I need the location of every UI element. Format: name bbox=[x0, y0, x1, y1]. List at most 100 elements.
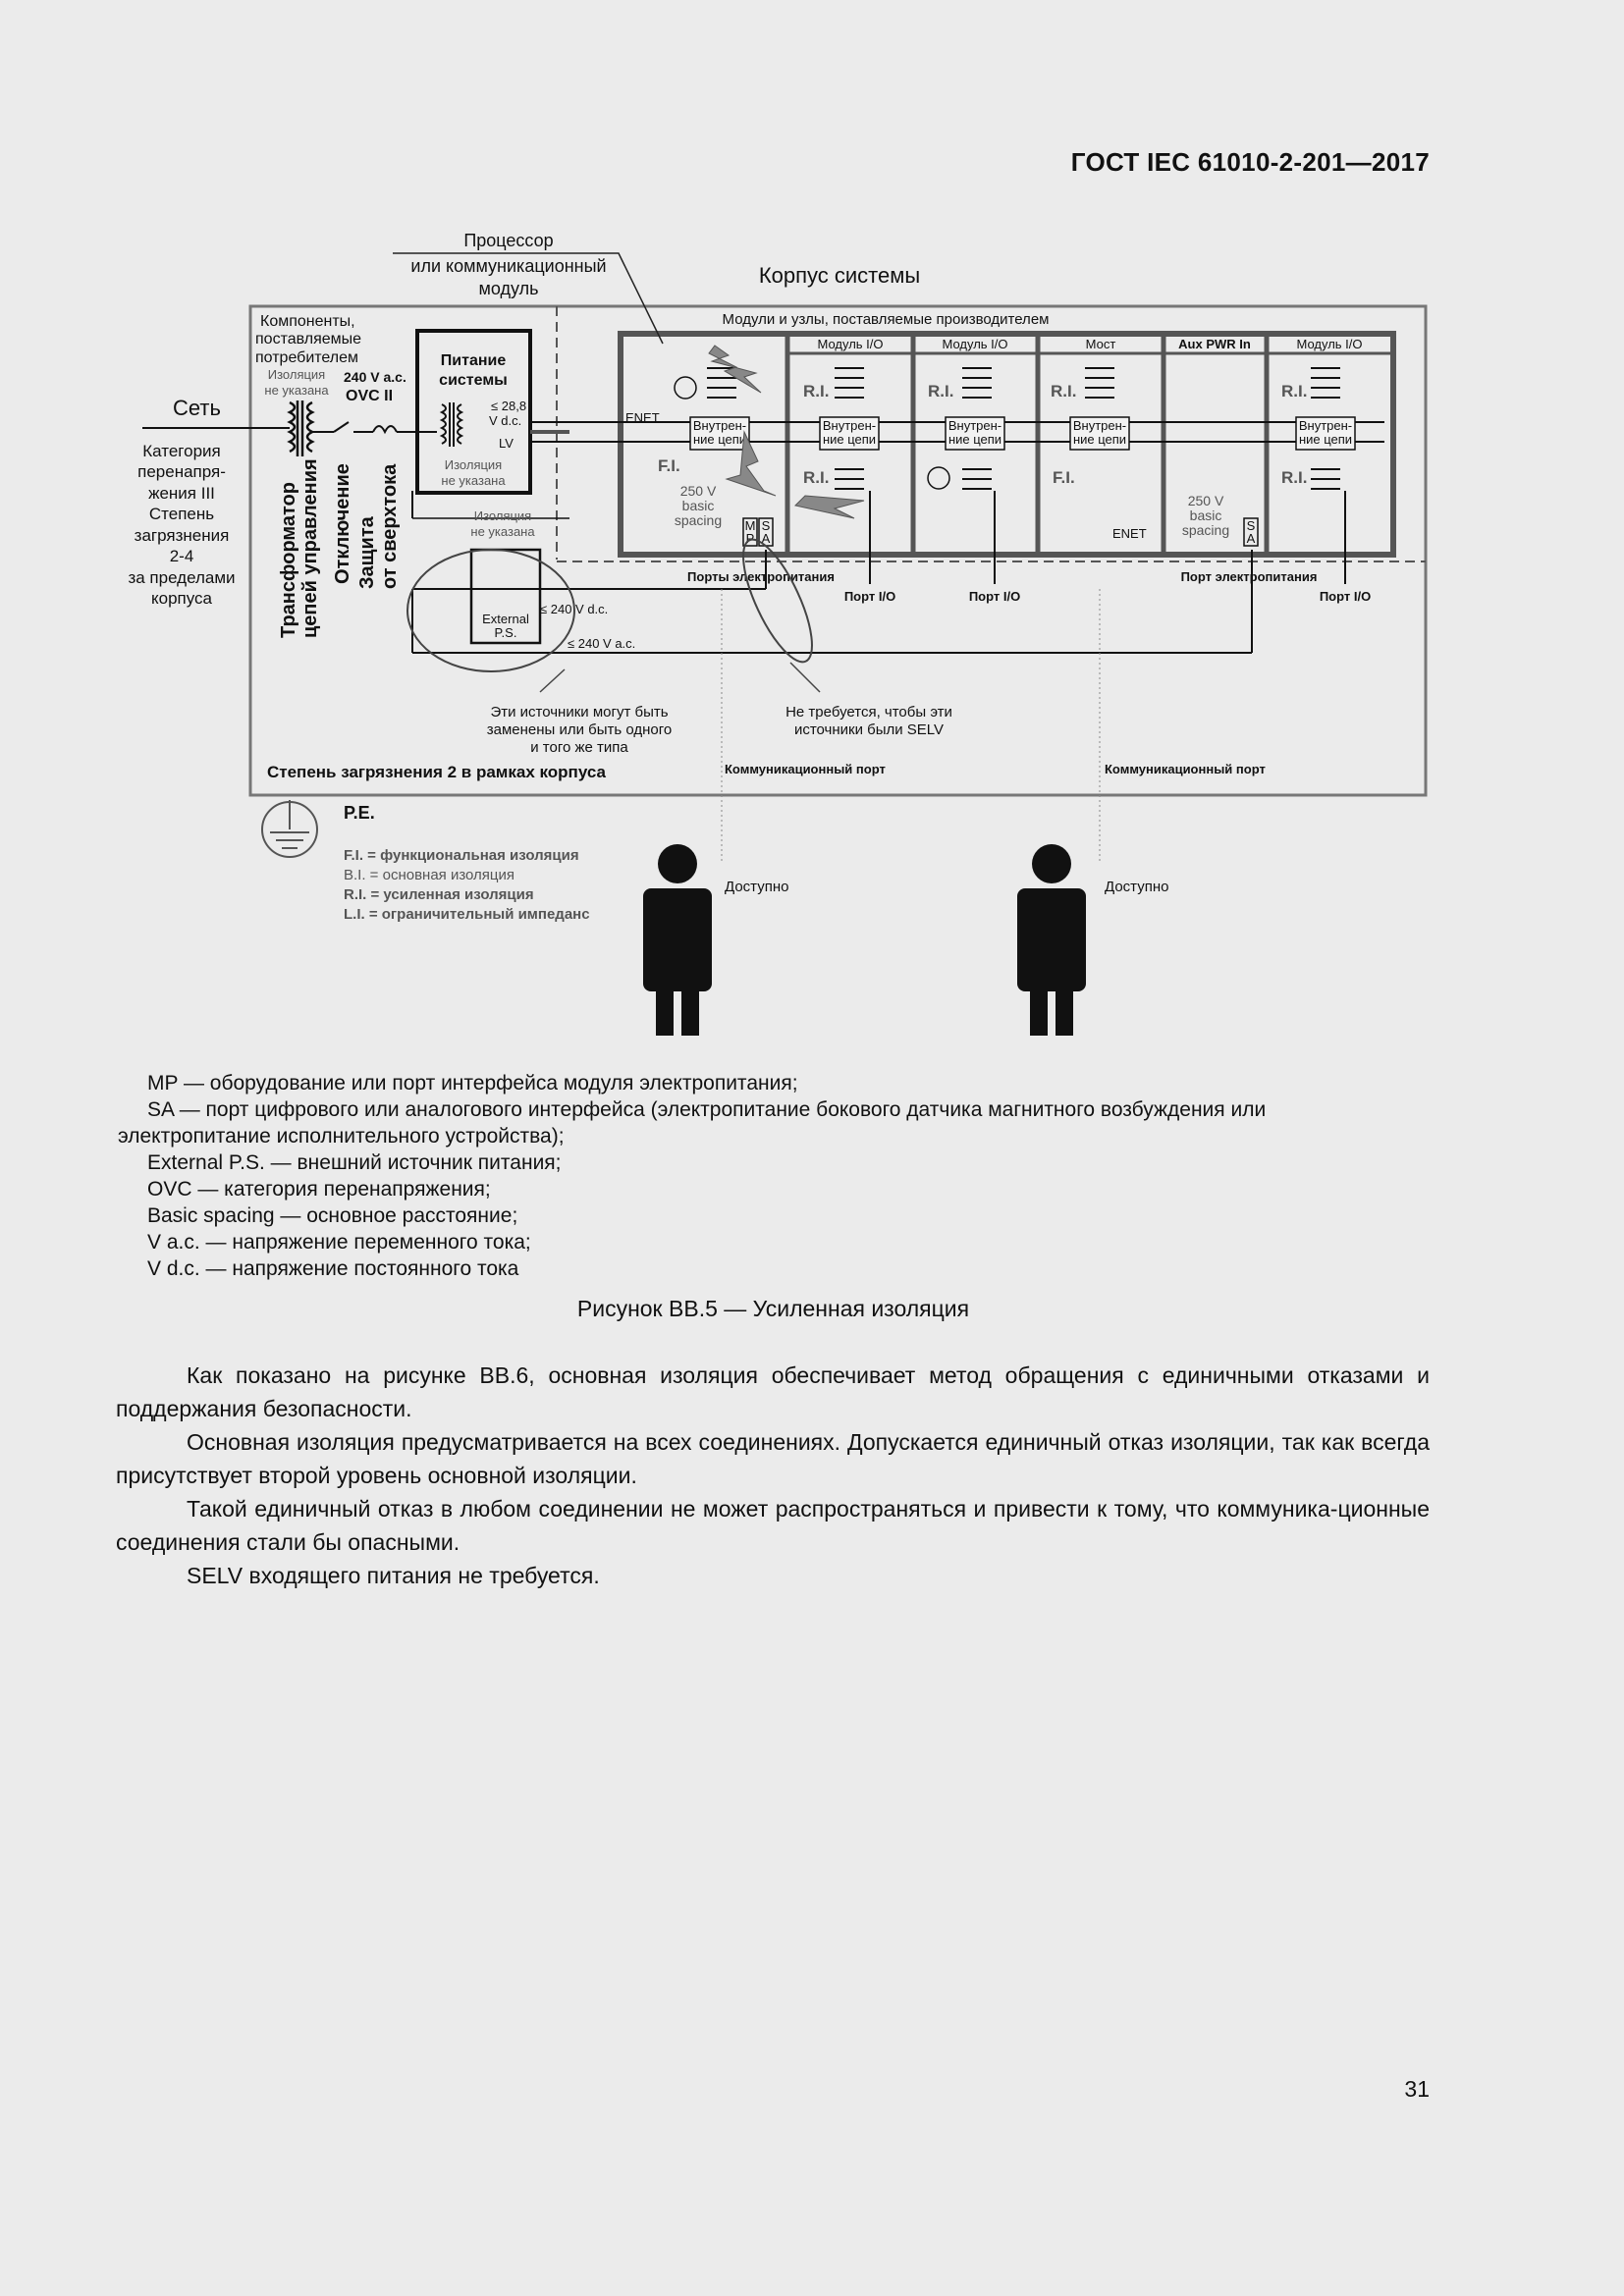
basic-spacing-1a: 250 V bbox=[680, 483, 717, 499]
replaceable-note-1: Эти источники могут быть bbox=[490, 704, 668, 721]
svg-text:жения III: жения III bbox=[148, 484, 215, 503]
svg-text:за пределами: за пределами bbox=[128, 568, 235, 587]
module-transformers bbox=[707, 367, 1340, 490]
svg-text:S: S bbox=[1247, 518, 1256, 533]
vdc-label: V d.c. bbox=[489, 413, 521, 428]
processor-label-1: Процессор bbox=[463, 231, 553, 250]
fuse-icon bbox=[372, 425, 398, 435]
insulation-diagram: Модуль I/O Модуль I/O Мост Aux PWR In Мо… bbox=[128, 231, 1428, 1036]
ri-definition: R.I. = усиленная изоляция bbox=[344, 886, 534, 903]
replaceable-note-2: заменены или быть одного bbox=[487, 721, 673, 738]
pollution-inside: Степень загрязнения 2 в рамках корпуса bbox=[267, 763, 607, 781]
legend-vdc: V d.c. — напряжение постоянного тока bbox=[147, 1257, 519, 1280]
ovc-label: OVC II bbox=[346, 388, 393, 404]
svg-text:External: External bbox=[482, 612, 529, 626]
system-power-box bbox=[415, 329, 532, 495]
isolation-1b: не указана bbox=[264, 383, 329, 398]
disconnect-vlabel: Отключение bbox=[332, 463, 353, 584]
person-icon-2 bbox=[1017, 844, 1086, 1036]
consumer-label-2: поставляемые bbox=[255, 331, 361, 347]
paragraph-4: SELV входящего питания не требуется. bbox=[187, 1563, 600, 1588]
legend-sa: SA — порт цифрового или аналогового инте… bbox=[147, 1098, 1267, 1121]
legend-basic-spacing: Basic spacing — основное расстояние; bbox=[147, 1204, 518, 1227]
protection-vlabel-1: Защита bbox=[356, 515, 378, 589]
svg-text:ние цепи: ние цепи bbox=[693, 432, 746, 447]
selv-ellipse bbox=[742, 538, 813, 664]
isolation-3a: Изоляция bbox=[474, 508, 531, 523]
selv-note-2: источники были SELV bbox=[794, 721, 944, 738]
svg-text:P: P bbox=[746, 531, 755, 546]
document-header: ГОСТ IEC 61010-2-201—2017 bbox=[1070, 147, 1430, 177]
svg-text:ние цепи: ние цепи bbox=[1299, 432, 1352, 447]
isolation-3b: не указана bbox=[470, 524, 535, 539]
io-port-1: Порт I/O bbox=[844, 589, 895, 604]
svg-text:M: M bbox=[745, 518, 756, 533]
vendor-modules-box bbox=[618, 331, 1396, 558]
svg-text:R.I.: R.I. bbox=[803, 468, 829, 487]
voltage-240ac: 240 V a.c. bbox=[344, 369, 406, 385]
svg-text:перенапря-: перенапря- bbox=[137, 462, 226, 481]
basic-spacing-1b: basic bbox=[682, 498, 715, 513]
li-definition: L.I. = ограничительный импеданс bbox=[344, 906, 590, 923]
basic-spacing-2a: 250 V bbox=[1188, 493, 1224, 508]
fi-label-1: F.I. bbox=[658, 456, 680, 475]
legend-external-ps: External P.S. — внешний источник питания… bbox=[147, 1151, 562, 1174]
svg-text:F.I.: F.I. bbox=[1053, 468, 1075, 487]
basic-spacing-2c: spacing bbox=[1182, 522, 1229, 538]
power-port-label: Порт электропитания bbox=[1181, 569, 1318, 584]
accessible-2: Доступно bbox=[1105, 879, 1168, 895]
transformer-vlabel-2: цепей управления bbox=[299, 458, 321, 638]
protection-vlabel-2: от сверхтока bbox=[379, 463, 401, 589]
control-transformer-icon bbox=[287, 400, 315, 456]
replaceable-note-3: и того же типа bbox=[530, 739, 628, 756]
paragraph-2: Основная изоляция предусматривается на в… bbox=[116, 1429, 1430, 1488]
power-ports-label: Порты электропитания bbox=[687, 569, 835, 584]
page-number: 31 bbox=[1404, 2076, 1430, 2102]
transformer-vlabel-1: Трансформатор bbox=[278, 482, 299, 638]
io-port-3: Порт I/O bbox=[1320, 589, 1371, 604]
module-header-4: Aux PWR In bbox=[1178, 337, 1251, 351]
basic-spacing-1c: spacing bbox=[675, 512, 722, 528]
fi-definition: F.I. = функциональная изоляция bbox=[344, 847, 579, 864]
legend-ovc: OVC — категория перенапряжения; bbox=[147, 1178, 491, 1201]
consumer-label-1: Компоненты, bbox=[260, 313, 355, 330]
vendor-modules-label: Модули и узлы, поставляемые производител… bbox=[723, 311, 1050, 328]
svg-text:A: A bbox=[1247, 531, 1256, 546]
person-icon-1 bbox=[643, 844, 712, 1036]
processor-label-3: модуль bbox=[479, 279, 539, 298]
svg-text:ние цепи: ние цепи bbox=[823, 432, 876, 447]
consumer-label-3: потребителем bbox=[255, 349, 358, 366]
comm-port-2: Коммуникационный порт bbox=[1105, 762, 1266, 776]
isolation-2a: Изоляция bbox=[445, 457, 502, 472]
power-label-1: Питание bbox=[441, 352, 507, 369]
legend-vac: V a.c. — напряжение переменного тока; bbox=[147, 1231, 531, 1254]
svg-text:Внутрен-: Внутрен- bbox=[1299, 418, 1352, 433]
svg-text:S: S bbox=[762, 518, 771, 533]
svg-text:Категория: Категория bbox=[142, 442, 220, 460]
svg-text:Внутрен-: Внутрен- bbox=[823, 418, 876, 433]
module-header-3: Мост bbox=[1086, 337, 1116, 351]
lightning-bolts bbox=[708, 345, 865, 519]
svg-text:R.I.: R.I. bbox=[1051, 382, 1076, 400]
figure-caption: Рисунок ВВ.5 — Усиленная изоляция bbox=[576, 1296, 970, 1321]
paragraph-1: Как показано на рисунке ВВ.6, основная и… bbox=[116, 1362, 1430, 1421]
svg-text:ние цепи: ние цепи bbox=[948, 432, 1001, 447]
svg-text:Внутрен-: Внутрен- bbox=[1073, 418, 1126, 433]
le-240-ac: ≤ 240 V a.c. bbox=[568, 636, 635, 651]
svg-text:R.I.: R.I. bbox=[803, 382, 829, 400]
legend-sa-cont: электропитание исполнительного устройств… bbox=[118, 1125, 565, 1148]
svg-text:Внутрен-: Внутрен- bbox=[948, 418, 1001, 433]
replaceable-ellipse bbox=[406, 549, 575, 672]
legend: MP — оборудование или порт интерфейса мо… bbox=[118, 1070, 1434, 1282]
svg-text:P.S.: P.S. bbox=[495, 625, 517, 640]
system-case-box bbox=[248, 304, 1428, 797]
paragraph-3: Такой единичный отказ в любом соединении… bbox=[116, 1496, 1430, 1555]
svg-text:корпуса: корпуса bbox=[151, 589, 213, 608]
accessible-1: Доступно bbox=[725, 879, 788, 895]
svg-text:2-4: 2-4 bbox=[170, 547, 194, 565]
svg-text:R.I.: R.I. bbox=[928, 382, 953, 400]
basic-spacing-2b: basic bbox=[1190, 507, 1222, 523]
le-28-8: ≤ 28,8 bbox=[491, 399, 526, 413]
enet-2: ENET bbox=[1112, 526, 1147, 541]
svg-text:R.I.: R.I. bbox=[1281, 468, 1307, 487]
